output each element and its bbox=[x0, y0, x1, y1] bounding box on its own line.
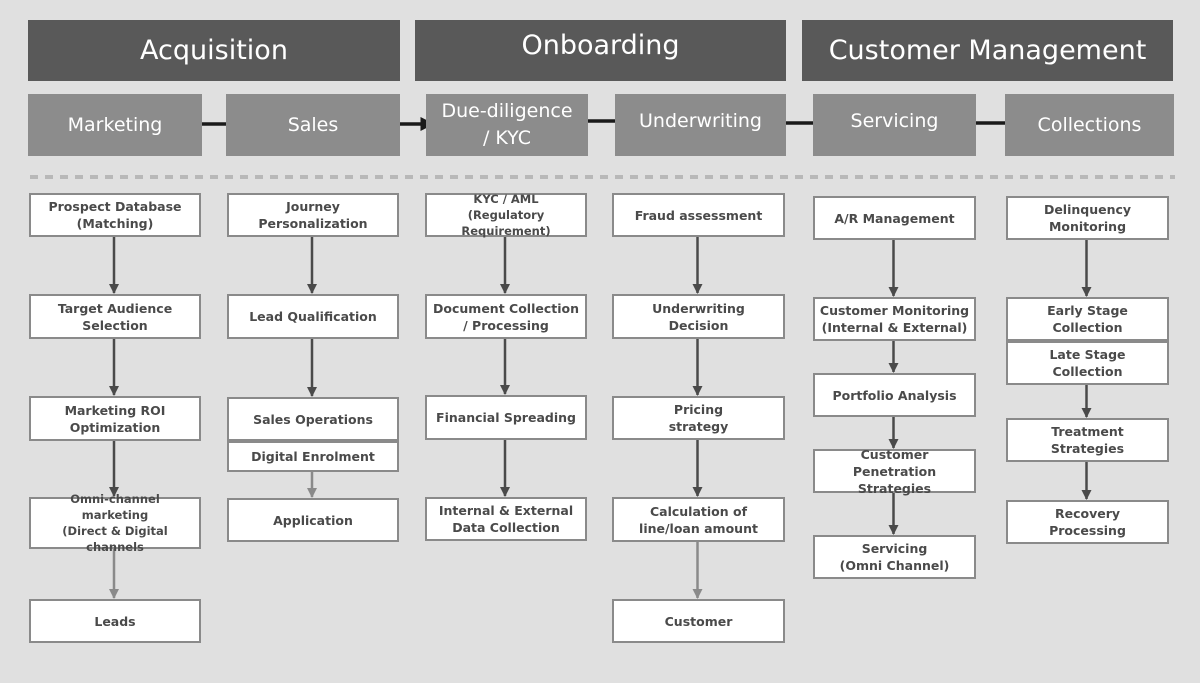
task-box-collections: Late Stage Collection bbox=[1006, 341, 1169, 385]
task-box-collections: Treatment Strategies bbox=[1006, 418, 1169, 462]
task-box-underwriting-outcome: Customer bbox=[612, 599, 785, 643]
task-box-marketing: Prospect Database (Matching) bbox=[29, 193, 201, 237]
task-box-marketing: Omni-channel marketing (Direct & Digital… bbox=[29, 492, 201, 554]
task-box-collections: Delinquency Monitoring bbox=[1006, 196, 1169, 240]
stage-sales: Sales bbox=[226, 94, 400, 156]
phase-acquisition: Acquisition bbox=[28, 20, 400, 81]
task-box-sales: Lead Qualification bbox=[227, 294, 399, 339]
stage-due-diligence-kyc: Due-diligence / KYC bbox=[426, 94, 588, 156]
task-box-due-diligence: Document Collection / Processing bbox=[425, 294, 587, 339]
task-box-servicing: A/R Management bbox=[813, 196, 976, 240]
task-box-servicing: Customer Penetration Strategies bbox=[813, 447, 976, 496]
task-box-marketing-outcome: Leads bbox=[29, 599, 201, 643]
stage-underwriting: Underwriting bbox=[615, 94, 786, 156]
task-box-collections: Early Stage Collection bbox=[1006, 297, 1169, 341]
task-box-marketing: Marketing ROI Optimization bbox=[29, 396, 201, 441]
task-box-servicing: Customer Monitoring (Internal & External… bbox=[813, 297, 976, 341]
task-box-underwriting: Fraud assessment bbox=[612, 193, 785, 237]
task-box-servicing: Portfolio Analysis bbox=[813, 373, 976, 417]
task-box-sales-outcome: Application bbox=[227, 498, 399, 542]
task-box-underwriting: Calculation of line/loan amount bbox=[612, 497, 785, 542]
task-box-underwriting: Pricing strategy bbox=[612, 396, 785, 440]
task-box-due-diligence: Internal & External Data Collection bbox=[425, 497, 587, 541]
stage-marketing: Marketing bbox=[28, 94, 202, 156]
task-box-due-diligence: KYC / AML (Regulatory Requirement) bbox=[425, 192, 587, 238]
task-box-marketing: Target Audience Selection bbox=[29, 294, 201, 339]
task-box-collections: Recovery Processing bbox=[1006, 500, 1169, 544]
task-box-due-diligence: Financial Spreading bbox=[425, 395, 587, 440]
task-box-sales: Digital Enrolment bbox=[227, 441, 399, 472]
task-box-sales: Journey Personalization bbox=[227, 193, 399, 237]
task-box-servicing: Servicing (Omni Channel) bbox=[813, 535, 976, 579]
task-box-underwriting: Underwriting Decision bbox=[612, 294, 785, 339]
task-box-sales: Sales Operations bbox=[227, 397, 399, 441]
phase-onboarding: Onboarding bbox=[415, 20, 786, 81]
stage-servicing: Servicing bbox=[813, 94, 976, 156]
stage-collections: Collections bbox=[1005, 94, 1174, 156]
phase-customer-management: Customer Management bbox=[802, 20, 1173, 81]
